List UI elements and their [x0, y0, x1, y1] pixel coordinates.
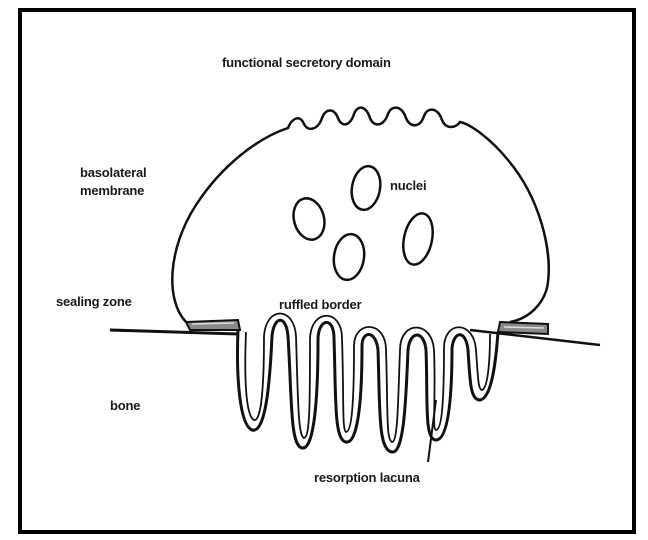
- ruffled-border-inner: [245, 314, 490, 443]
- label-resorption-lacuna: resorption lacuna: [314, 469, 420, 486]
- label-membrane: membrane: [80, 182, 144, 199]
- label-basolateral: basolateral: [80, 164, 146, 181]
- nucleus-1: [289, 195, 329, 243]
- label-functional-secretory-domain: functional secretory domain: [222, 54, 391, 71]
- sealing-zone-right-texture: [504, 327, 544, 328]
- sealing-zone-left-texture: [192, 323, 234, 324]
- cell-membrane: [172, 108, 548, 322]
- label-nuclei: nuclei: [390, 177, 426, 194]
- ruffled-border-outer: [238, 320, 498, 452]
- nucleus-4: [399, 211, 437, 268]
- sealing-zone-left: [186, 320, 240, 330]
- nucleus-2: [348, 164, 383, 212]
- nucleus-3: [331, 232, 367, 282]
- label-ruffled-border: ruffled border: [279, 296, 361, 313]
- label-sealing-zone: sealing zone: [56, 293, 132, 310]
- label-bone: bone: [110, 397, 140, 414]
